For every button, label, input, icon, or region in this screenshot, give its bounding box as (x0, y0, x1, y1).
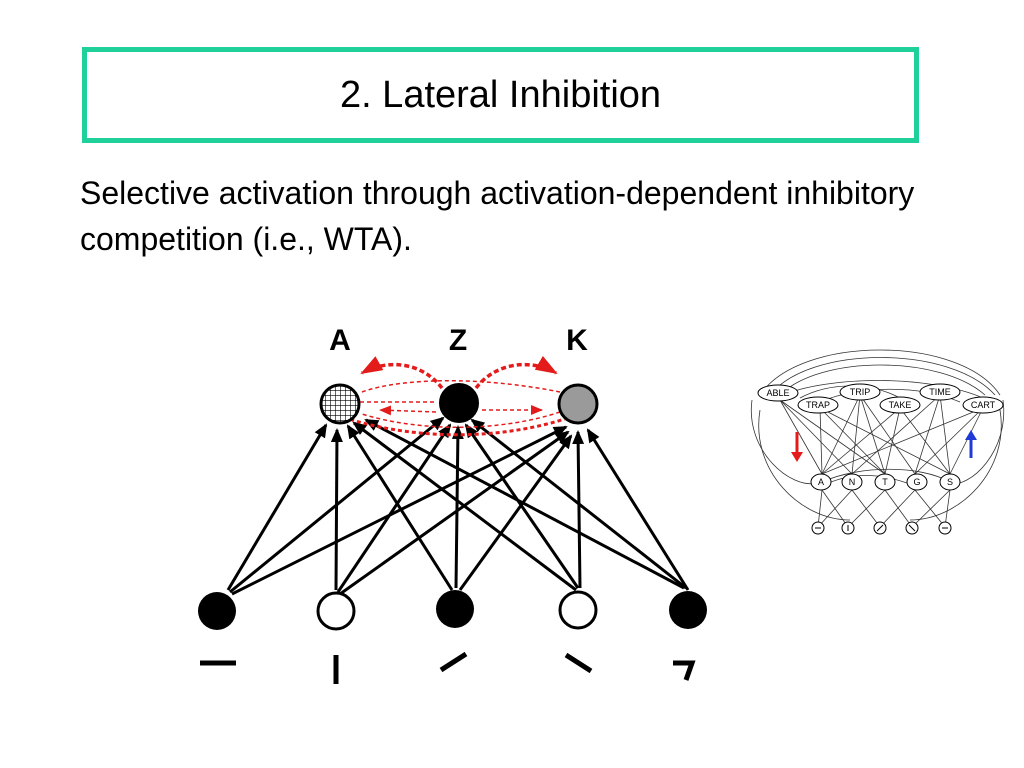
output-unit-k (557, 383, 599, 425)
input-unit-5 (669, 591, 707, 629)
input-unit-2 (316, 591, 356, 631)
feature-backslash-glyph (564, 652, 593, 674)
excitatory-connections (226, 416, 690, 596)
output-label-a: A (329, 324, 351, 357)
word-node-5: CART (971, 400, 996, 410)
letter-node-4: S (947, 477, 953, 487)
input-unit-3 (436, 590, 474, 628)
lateral-inhibition (351, 355, 569, 437)
word-node-0: ABLE (766, 388, 789, 398)
output-unit-a (319, 383, 361, 425)
letter-node-2: T (882, 477, 888, 487)
word-letter-network-thumbnail: ABLE TRAP TRIP TAKE TIME CART A N T G S (750, 349, 1005, 535)
slide-title: 2. Lateral Inhibition (339, 73, 662, 116)
output-label-k: K (566, 324, 588, 357)
input-unit-1 (198, 592, 236, 630)
slide-body-text: Selective activation through activation-… (80, 175, 915, 257)
word-node-3: TAKE (889, 400, 912, 410)
word-node-2: TRIP (850, 387, 871, 397)
output-unit-z (439, 383, 479, 423)
title-box: 2. Lateral Inhibition (82, 47, 919, 143)
letter-node-0: A (818, 477, 824, 487)
word-node-4: TIME (929, 387, 951, 397)
input-unit-4 (558, 590, 598, 630)
output-label-z: Z (449, 324, 467, 357)
feature-corner-glyph (673, 660, 696, 681)
letter-node-3: G (913, 477, 920, 487)
feature-slash-glyph (439, 651, 468, 673)
word-node-1: TRAP (806, 400, 830, 410)
letter-node-1: N (849, 477, 856, 487)
